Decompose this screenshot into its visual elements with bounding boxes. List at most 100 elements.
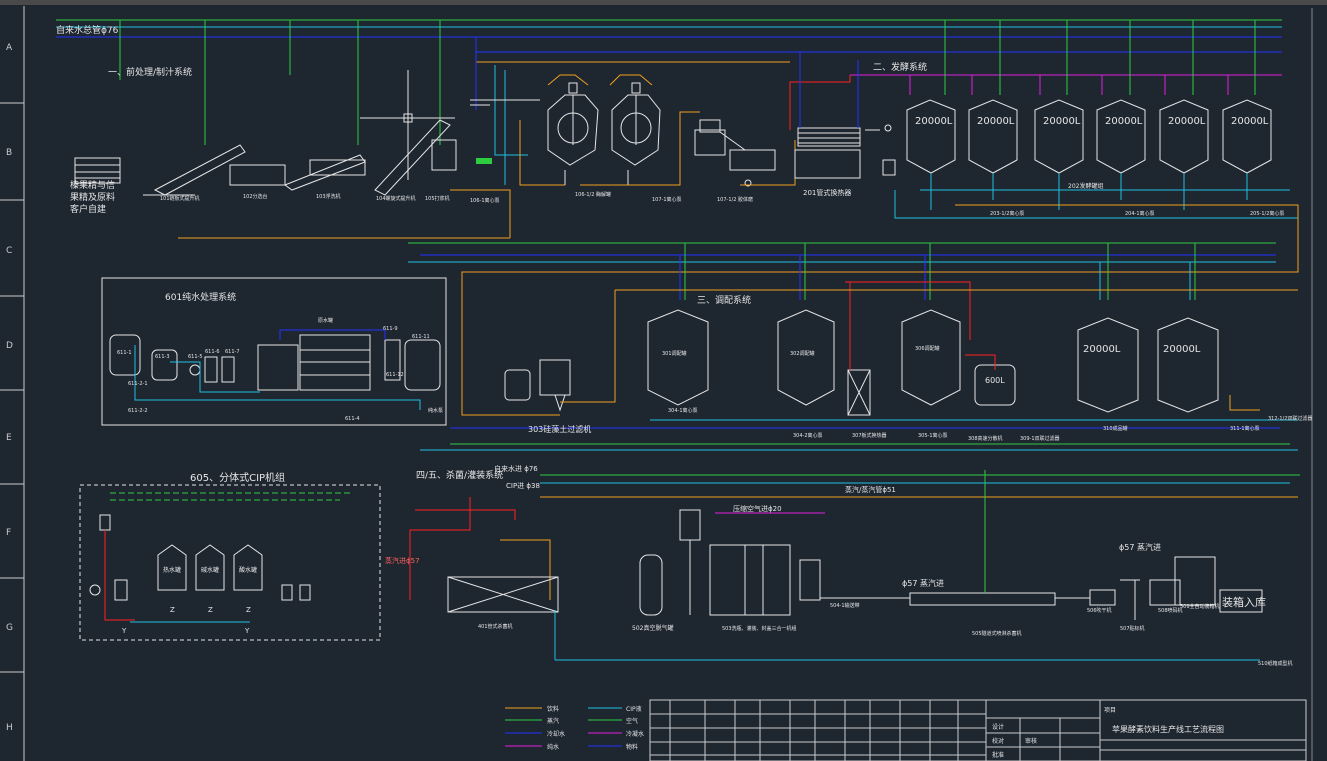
- water-label-611-5: 611-5: [188, 354, 203, 360]
- row-letter-g: G: [6, 623, 13, 633]
- title-block-row-review: 审核: [1025, 737, 1037, 745]
- cip-tank-1: 热水罐: [163, 566, 181, 574]
- row-letter-b: B: [6, 148, 12, 158]
- label-106-pump: 106-1离心泵: [470, 197, 500, 204]
- fermentation-title: 二、发酵系统: [873, 61, 927, 73]
- ferm-tank-2: 20000L: [977, 116, 1015, 127]
- label-310: 310成品罐: [1103, 425, 1128, 432]
- label-504: 504-1输送带: [830, 602, 860, 609]
- water-label-pump: 纯水泵: [428, 407, 443, 414]
- row-letter-d: D: [6, 341, 13, 351]
- label-311: 311-1离心泵: [1230, 425, 1260, 432]
- label-104: 104螺旋式提升机: [376, 195, 416, 202]
- cip-title: 605、分体式CIP机组: [190, 471, 285, 484]
- blend-tank-2: 20000L: [1163, 344, 1201, 355]
- ferm-tank-6: 20000L: [1231, 116, 1269, 127]
- label-107-pump: 107-1离心泵: [652, 196, 682, 203]
- row-letter-f: F: [6, 528, 11, 538]
- water-label-611-12: 611-12: [386, 372, 404, 378]
- label-506: 506吹干机: [1087, 607, 1112, 614]
- label-309: 309-1双联过滤器: [1020, 435, 1060, 442]
- water-label-raw: 原水罐: [318, 317, 333, 324]
- pretreatment-title: 一、前处理/制汁系统: [108, 66, 192, 78]
- label-302: 302调配罐: [790, 350, 815, 357]
- row-letter-e: E: [6, 433, 12, 443]
- water-label-611-4: 611-4: [345, 416, 360, 422]
- blending-title: 三、调配系统: [697, 294, 751, 306]
- label-507: 507贴标机: [1120, 625, 1145, 632]
- packing-label: 装箱入库: [1222, 595, 1266, 609]
- section-cip: [79, 484, 381, 641]
- water-label-611-2-2: 611-2-2: [128, 408, 148, 414]
- legend-item-4: 纯水: [547, 743, 559, 751]
- filling-title: 四/五、杀菌/灌装系统: [416, 469, 503, 481]
- water-label-611-6: 611-6: [205, 349, 220, 355]
- label-101: 101链板式提升机: [160, 195, 200, 202]
- legend-item-1: 饮料: [547, 705, 559, 713]
- label-305: 305-1离心泵: [918, 432, 948, 439]
- label-301: 301调配罐: [662, 350, 687, 357]
- label-102: 102分选台: [243, 193, 268, 200]
- label-308: 308高速分散机: [968, 435, 1003, 442]
- label-204: 204-1离心泵: [1125, 210, 1155, 217]
- label-505: 505隧道式喷淋杀菌机: [972, 630, 1022, 637]
- label-312: 312-1/2双联过滤器: [1268, 415, 1312, 422]
- pretreatment-inlet-1: 榛果精与信: [70, 179, 115, 191]
- label-508: 508喷码机: [1158, 607, 1183, 614]
- cip-tank-2: 碱水罐: [201, 566, 219, 574]
- legend-item-8: 物料: [626, 743, 638, 751]
- pretreatment-inlet-2: 果精及原料: [70, 191, 115, 203]
- cip-pipe-z1: Z: [170, 606, 175, 614]
- pretreatment-inlet-3: 客户自建: [70, 203, 106, 215]
- label-502: 502真空脱气罐: [632, 624, 673, 632]
- label-304-1: 304-1离心泵: [668, 407, 698, 414]
- filling-compressed-air: 压缩空气进ϕ20: [733, 504, 782, 513]
- label-105: 105打浆机: [425, 195, 450, 202]
- cip-pipe-y1: Y: [121, 627, 127, 635]
- water-label-611-3: 611-3: [155, 354, 170, 360]
- blend-small-tank: 600L: [985, 376, 1005, 385]
- label-510: 510纸箱成型机: [1258, 660, 1293, 667]
- water-label-611-2-1: 611-2-1: [128, 381, 148, 387]
- main-water-label: 自来水总管ϕ76: [56, 24, 119, 36]
- filling-steam-in-3: ϕ57 蒸汽进: [1119, 542, 1161, 552]
- water-title: 601纯水处理系统: [165, 291, 236, 303]
- water-label-611-1: 611-1: [117, 350, 132, 356]
- label-306: 306调配罐: [915, 345, 940, 352]
- filling-steam-in-2: ϕ57 蒸汽进: [902, 578, 944, 588]
- label-107-mill: 107-1/2 胶体磨: [717, 196, 753, 203]
- ferm-tank-5: 20000L: [1168, 116, 1206, 127]
- label-202: 202发酵罐组: [1068, 182, 1103, 190]
- label-503: 503洗瓶、灌装、封盖三合一机组: [722, 625, 797, 632]
- filling-cip-label: CIP进 ϕ38: [506, 482, 540, 490]
- label-307: 307板式换热器: [852, 432, 887, 439]
- legend-item-3: 冷却水: [547, 730, 565, 738]
- cip-pipe-z3: Z: [246, 606, 251, 614]
- title-block-drawing-title: 苹果酵素饮料生产线工艺流程图: [1112, 724, 1224, 734]
- label-303: 303硅藻土过滤机: [528, 424, 591, 434]
- row-letter-c: C: [6, 246, 12, 256]
- row-letter-a: A: [6, 43, 13, 53]
- label-103: 103浮洗机: [316, 193, 341, 200]
- legend: [505, 707, 622, 747]
- blend-tank-1: 20000L: [1083, 344, 1121, 355]
- label-304-2: 304-2离心泵: [793, 432, 823, 439]
- section-water-treatment: [101, 277, 447, 426]
- legend-item-2: 蒸汽: [547, 717, 559, 725]
- label-205: 205-1/2离心泵: [1250, 210, 1284, 217]
- top-header-lines: [56, 19, 1282, 110]
- title-block-project: 项目: [1104, 707, 1116, 714]
- filling-steam-in: 蒸汽进ϕ57: [385, 556, 420, 565]
- legend-item-7: 冷凝水: [626, 730, 644, 738]
- water-label-611-7: 611-7: [225, 349, 240, 355]
- title-block-row-approve: 批准: [992, 751, 1004, 759]
- label-201: 201管式换热器: [803, 188, 851, 197]
- cip-pipe-y2: Y: [244, 627, 250, 635]
- middle-header-lines: [408, 242, 1298, 273]
- ferm-tank-4: 20000L: [1105, 116, 1143, 127]
- cip-pipe-z2: Z: [208, 606, 213, 614]
- filling-steam-main: 蒸汽/蒸汽管ϕ51: [845, 485, 896, 494]
